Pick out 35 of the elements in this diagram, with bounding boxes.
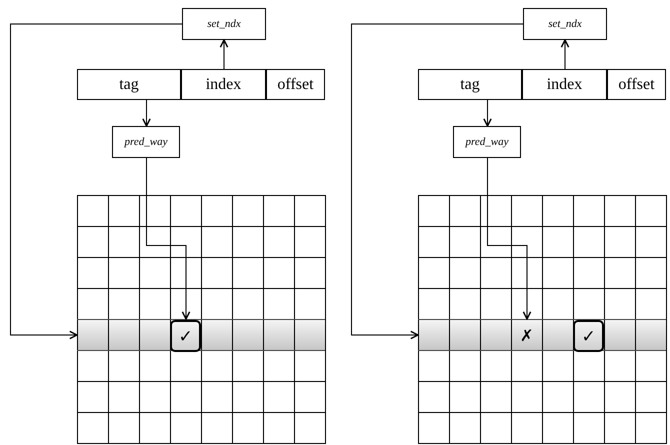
arrow [10,24,182,340]
address-field [266,69,325,100]
address-field [181,69,266,100]
register-name: set_ndx [207,18,241,30]
field-name: index [206,76,242,94]
address-field [77,69,181,100]
arrow [483,100,492,127]
status-mark: ✓ [178,326,192,346]
field-name: offset [618,76,655,94]
arrow [142,100,151,127]
arrow [351,24,524,340]
register-label-box [523,8,607,40]
register-name: set_ndx [548,18,582,30]
arrow [560,39,570,70]
arrow [220,39,228,70]
register-label-box [112,126,180,158]
hit-way-cell [170,320,201,352]
status-mark: ✗ [520,327,533,346]
address-field [418,69,522,100]
highlighted-set-row [418,319,666,351]
register-name: pred_way [124,136,168,148]
arrow [487,158,532,320]
register-name: pred_way [466,136,508,148]
arrow [146,158,190,320]
field-name: tag [119,76,139,94]
highlighted-set-row [77,319,325,351]
address-field [607,69,666,100]
address-field [522,69,607,100]
status-mark: ✓ [582,326,596,346]
field-name: tag [460,76,480,94]
hit-way-cell [573,320,604,352]
field-name: index [546,76,582,94]
field-name: offset [277,76,314,94]
register-label-box [453,126,521,158]
register-label-box [182,8,266,40]
